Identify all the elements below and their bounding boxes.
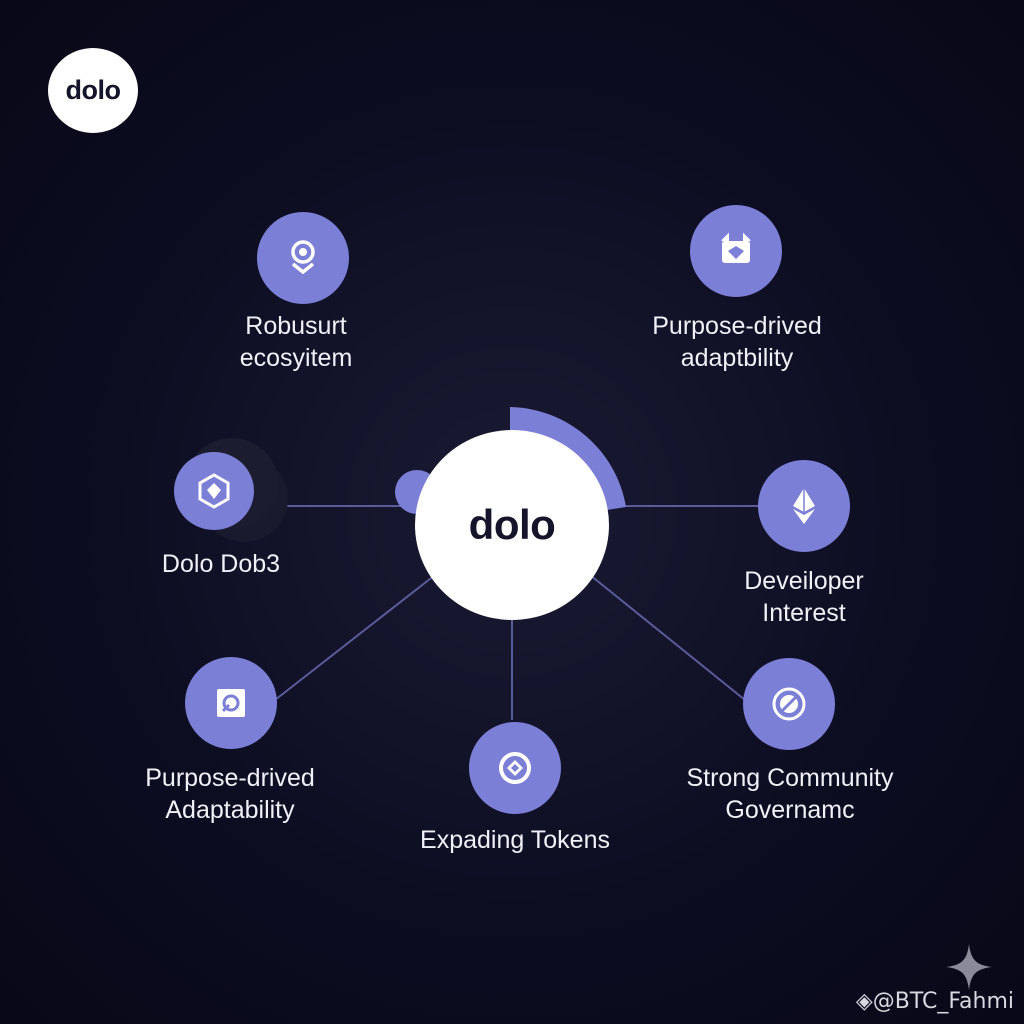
node-label-purpose-adaptability-top: Purpose-drived adaptbility	[652, 312, 822, 372]
node-label-robust-ecosystem: Robusurt ecosyitem	[239, 312, 353, 372]
shield-location-icon	[291, 240, 315, 275]
node-label-purpose-adaptability-bottom: Purpose-drived Adaptability	[145, 764, 315, 824]
square-swirl-icon	[217, 689, 245, 717]
watermark: ◈@BTC_Fahmi	[856, 989, 1014, 1014]
watermark-handle: @BTC_Fahmi	[872, 989, 1014, 1014]
node-community-governance	[743, 658, 835, 750]
sparkle-icon	[946, 944, 992, 990]
hub-logo: dolo	[415, 430, 609, 620]
brand-logo: dolo	[48, 48, 138, 133]
node-dolo-dob3	[174, 452, 254, 530]
ethereum-icon	[793, 488, 815, 524]
node-expanding-tokens	[469, 722, 561, 814]
hexagon-gem-icon	[198, 473, 230, 509]
node-purpose-adaptability-top	[690, 205, 782, 297]
crown-icon	[721, 232, 751, 263]
node-purpose-adaptability-bottom	[185, 657, 277, 749]
binance-icon: ◈	[855, 989, 873, 1014]
node-label-dolo-dob3: Dolo Dob3	[161, 550, 281, 578]
globe-slash-icon	[772, 687, 806, 721]
node-robust-ecosystem	[257, 212, 349, 304]
node-label-expanding-tokens: Expading Tokens	[420, 826, 610, 854]
diamond-ring-icon	[499, 752, 531, 784]
connector-community	[589, 574, 746, 701]
node-developer-interest	[758, 460, 850, 552]
node-label-developer-interest: Deveiloper Interest	[744, 567, 864, 627]
node-label-community-governance: Strong Community Governamc	[686, 764, 894, 824]
connector-adaptability	[274, 574, 436, 701]
